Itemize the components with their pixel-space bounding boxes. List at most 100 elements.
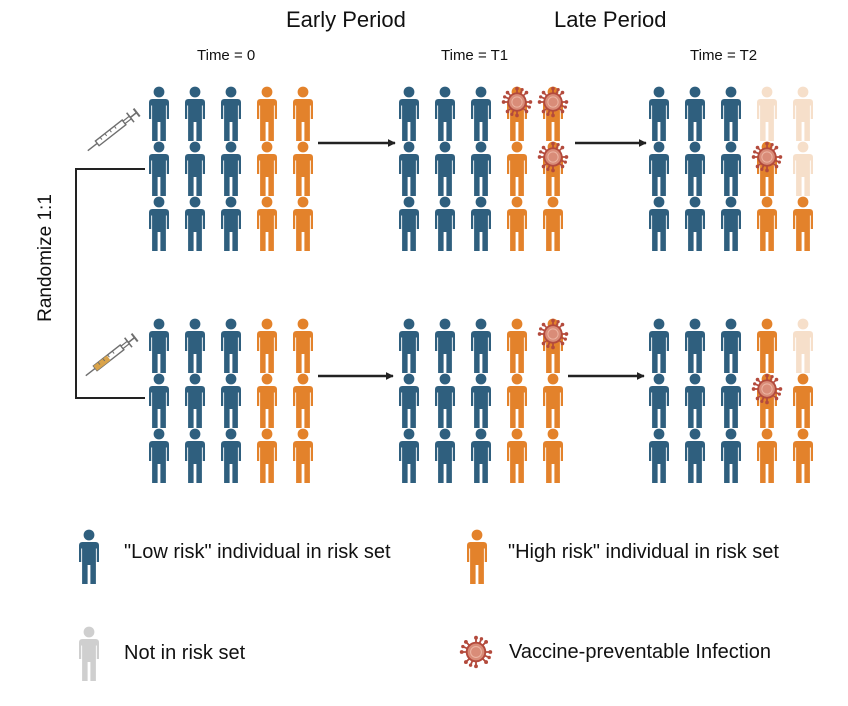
placebo-t1-low-risk-person-icon (435, 196, 455, 251)
legend-low-risk-label: "Low risk" individual in risk set (124, 541, 391, 563)
vaccine-t0-high-risk-person-icon (257, 428, 277, 483)
placebo-t1-low-risk-person-icon (399, 141, 419, 196)
early-period-header: Early Period (286, 7, 406, 32)
time-t2-label: Time = T2 (690, 47, 758, 64)
placebo-t0-low-risk-person-icon (221, 86, 241, 141)
vaccine-t0-low-risk-person-icon (185, 318, 205, 373)
vaccine-t1-high-risk-person-icon (507, 318, 527, 373)
placebo-t2-infection-icon (751, 141, 783, 173)
legend-low-risk-icon (79, 529, 99, 584)
legend-not-in-risk-set-label: Not in risk set (124, 642, 246, 664)
vaccine-t1-low-risk-person-icon (435, 318, 455, 373)
filled-syringe-icon (85, 332, 139, 377)
vaccine-t0-high-risk-person-icon (293, 318, 313, 373)
vaccine-t0-high-risk-person-icon (293, 428, 313, 483)
legend-infection-label: Vaccine-preventable Infection (509, 641, 772, 663)
placebo-t0-high-risk-person-icon (293, 86, 313, 141)
placebo-t2-low-risk-person-icon (649, 86, 669, 141)
vaccine-t2-low-risk-person-icon (649, 373, 669, 428)
vaccine-t0-low-risk-person-icon (221, 318, 241, 373)
placebo-t0-high-risk-person-icon (257, 141, 277, 196)
placebo-t0-low-risk-person-icon (149, 86, 169, 141)
vaccine-t1-high-risk-person-icon (507, 428, 527, 483)
placebo-t0-low-risk-person-icon (185, 196, 205, 251)
placebo-t1-low-risk-person-icon (435, 141, 455, 196)
placebo-t2-low-risk-person-icon (649, 141, 669, 196)
vaccine-t2-low-risk-person-icon (649, 428, 669, 483)
vaccine-t0-high-risk-person-icon (257, 373, 277, 428)
vaccine-t1-low-risk-person-icon (471, 373, 491, 428)
placebo-t1-infection-icon (537, 141, 569, 173)
placebo-t0-low-risk-person-icon (221, 196, 241, 251)
vaccine-t2-infection-icon (751, 373, 783, 405)
placebo-t0-low-risk-person-icon (185, 86, 205, 141)
placebo-t1-low-risk-person-icon (399, 86, 419, 141)
vaccine-t1-low-risk-person-icon (399, 373, 419, 428)
vaccine-t1-high-risk-person-icon (507, 373, 527, 428)
vaccine-t2-low-risk-person-icon (721, 373, 741, 428)
placebo-t1-low-risk-person-icon (435, 86, 455, 141)
placebo-t0-high-risk-person-icon (257, 86, 277, 141)
placebo-t1-infection-icon (537, 86, 569, 118)
vaccine-t0-low-risk-person-icon (149, 428, 169, 483)
placebo-t0-low-risk-person-icon (221, 141, 241, 196)
vaccine-t1-high-risk-person-icon (543, 373, 563, 428)
late-period-header: Late Period (554, 7, 667, 32)
risk-set-grids (149, 86, 813, 483)
vaccine-t2-high-risk-person-icon (793, 373, 813, 428)
vaccine-t2-low-risk-person-icon (685, 318, 705, 373)
placebo-t2-low-risk-person-icon (721, 196, 741, 251)
vaccine-t2-not-in-risk-set-person-icon (793, 318, 813, 373)
vaccine-t0-high-risk-person-icon (293, 373, 313, 428)
placebo-t2-not-in-risk-set-person-icon (757, 86, 777, 141)
vaccine-t1-low-risk-person-icon (435, 373, 455, 428)
vaccine-t0-low-risk-person-icon (149, 318, 169, 373)
placebo-t0-low-risk-person-icon (149, 196, 169, 251)
vaccine-t0-low-risk-person-icon (149, 373, 169, 428)
vaccine-t1-low-risk-person-icon (471, 428, 491, 483)
vaccine-t2-low-risk-person-icon (649, 318, 669, 373)
legend-infection-icon (459, 635, 493, 669)
placebo-t2-low-risk-person-icon (721, 141, 741, 196)
placebo-t1-high-risk-person-icon (507, 196, 527, 251)
vaccine-t0-low-risk-person-icon (185, 428, 205, 483)
placebo-t1-low-risk-person-icon (399, 196, 419, 251)
placebo-t2-high-risk-person-icon (793, 196, 813, 251)
vaccine-t1-infection-icon (537, 318, 569, 350)
placebo-t1-low-risk-person-icon (471, 86, 491, 141)
placebo-t1-infection-icon (501, 86, 533, 118)
placebo-t0-low-risk-person-icon (149, 141, 169, 196)
placebo-t2-low-risk-person-icon (685, 196, 705, 251)
legend-high-risk-label: "High risk" individual in risk set (508, 541, 779, 563)
vaccine-t1-low-risk-person-icon (435, 428, 455, 483)
randomize-label: Randomize 1:1 (35, 194, 56, 322)
vaccine-t2-high-risk-person-icon (757, 428, 777, 483)
randomize-bracket (75, 168, 145, 399)
placebo-t2-not-in-risk-set-person-icon (793, 86, 813, 141)
vaccine-t1-low-risk-person-icon (471, 318, 491, 373)
vaccine-t2-low-risk-person-icon (721, 428, 741, 483)
placebo-t1-high-risk-person-icon (507, 141, 527, 196)
placebo-t0-low-risk-person-icon (185, 141, 205, 196)
placebo-t2-low-risk-person-icon (685, 86, 705, 141)
vaccine-t0-low-risk-person-icon (221, 428, 241, 483)
vaccine-t0-low-risk-person-icon (221, 373, 241, 428)
legend-high-risk-icon (467, 529, 487, 584)
placebo-t2-low-risk-person-icon (649, 196, 669, 251)
placebo-t0-high-risk-person-icon (257, 196, 277, 251)
time-0-label: Time = 0 (197, 47, 256, 64)
placebo-t1-high-risk-person-icon (543, 196, 563, 251)
vaccine-t2-low-risk-person-icon (721, 318, 741, 373)
placebo-t0-high-risk-person-icon (293, 196, 313, 251)
vaccine-t2-high-risk-person-icon (757, 318, 777, 373)
placebo-t2-low-risk-person-icon (685, 141, 705, 196)
legend-not-in-risk-set-icon (79, 626, 99, 681)
placebo-t2-not-in-risk-set-person-icon (793, 141, 813, 196)
vaccine-t0-low-risk-person-icon (185, 373, 205, 428)
vaccine-t1-low-risk-person-icon (399, 428, 419, 483)
placebo-t1-low-risk-person-icon (471, 196, 491, 251)
empty-syringe-icon (87, 107, 141, 152)
vaccine-t1-high-risk-person-icon (543, 428, 563, 483)
vaccine-t1-low-risk-person-icon (399, 318, 419, 373)
